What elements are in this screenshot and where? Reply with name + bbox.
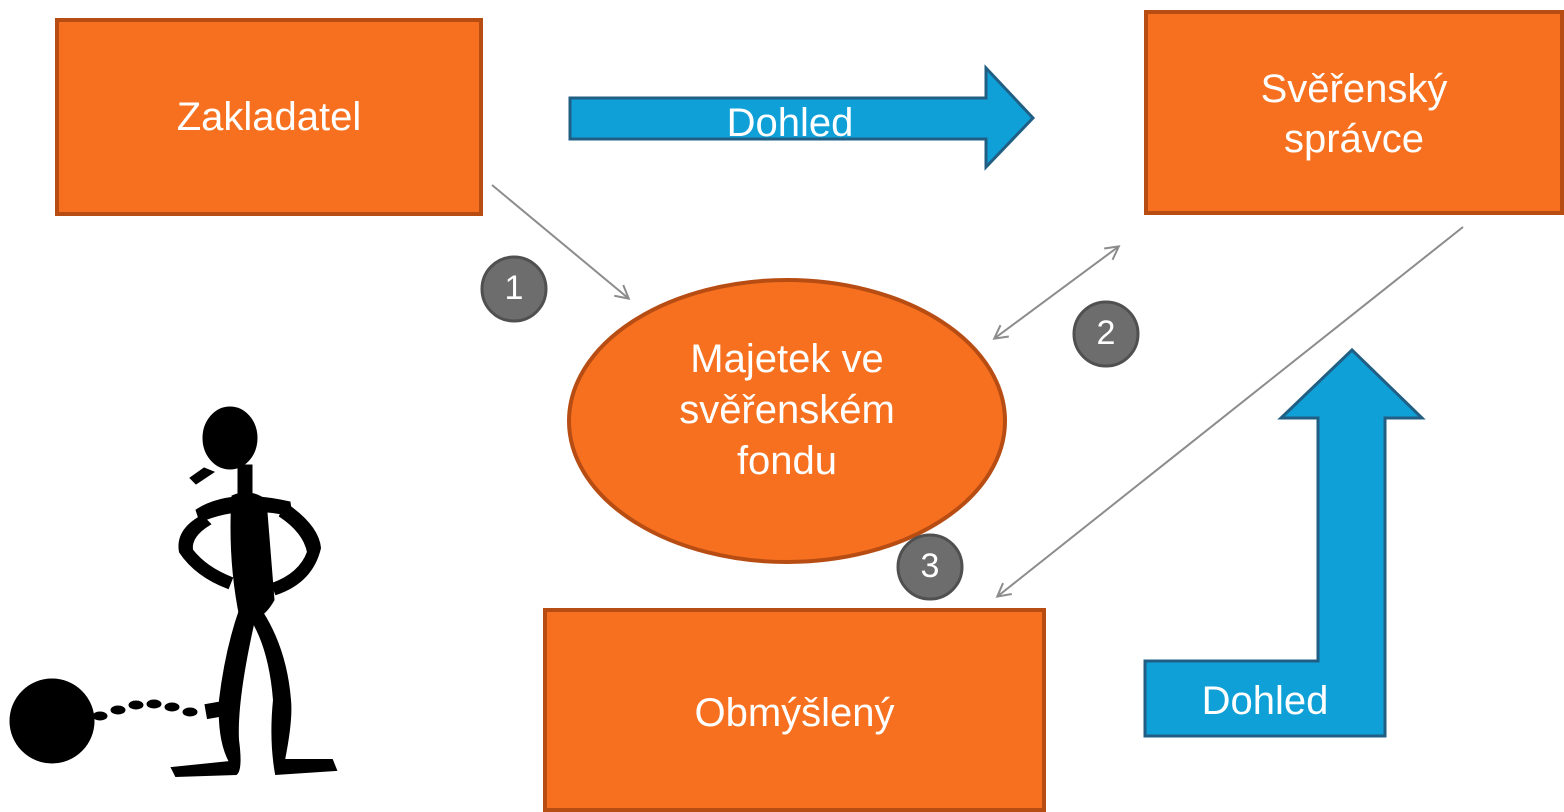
trustee-label-line1: Svěřenský	[1260, 67, 1448, 111]
beneficiary-label: Obmýšlený	[694, 691, 895, 735]
trustee-box: Svěřenský správce	[1144, 10, 1564, 215]
property-label: Majetek ve svěřenském fondu	[600, 334, 974, 488]
beneficiary-box: Obmýšlený	[543, 608, 1046, 812]
step-badge-3-label: 3	[920, 547, 940, 585]
supervision-label-right: Dohled	[1201, 679, 1329, 723]
supervision-label-top: Dohled	[726, 101, 854, 145]
trustee-label-line2: správce	[1283, 117, 1425, 161]
connector-property-trustee	[995, 247, 1118, 338]
step-badge-3	[896, 533, 964, 601]
property-ellipse	[567, 278, 1007, 564]
step-badge-1	[480, 255, 548, 323]
connector-settlor-to-property	[491, 184, 628, 298]
settlor-label: Zakladatel	[176, 95, 362, 139]
supervision-arrow-right	[1143, 347, 1426, 738]
step-badge-2	[1072, 300, 1140, 368]
connector-trustee-to-beneficiary	[998, 226, 1464, 596]
property-label-line2: svěřenském	[679, 388, 895, 433]
property-label-line1: Majetek ve	[690, 337, 884, 381]
prisoner-figure	[9, 406, 338, 778]
property-label-line3: fondu	[736, 439, 838, 484]
step-badge-1-label: 1	[504, 269, 524, 307]
step-badge-2-label: 2	[1096, 314, 1116, 352]
settlor-box: Zakladatel	[55, 18, 483, 216]
supervision-arrow-top	[568, 64, 1036, 171]
